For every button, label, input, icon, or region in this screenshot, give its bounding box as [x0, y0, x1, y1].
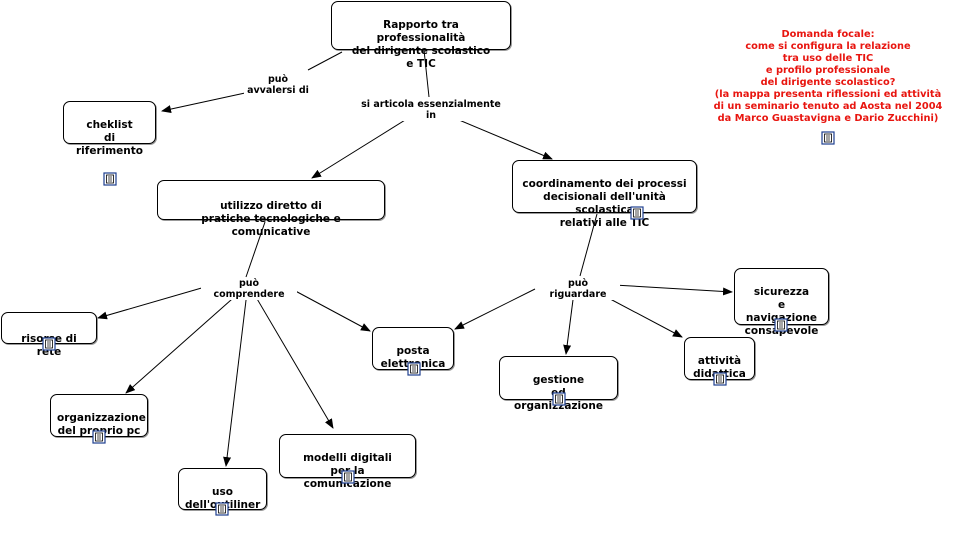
connector-riguardare-posta [454, 288, 536, 330]
connector-riguardare-gestione [563, 291, 575, 355]
document-icon[interactable] [92, 430, 106, 444]
document-icon[interactable] [215, 502, 229, 516]
node-modelli-label: modelli digitali per la comunicazione [303, 452, 392, 490]
node-gestione[interactable]: gestione ed organizzazione [499, 356, 618, 412]
document-icon[interactable] [713, 372, 727, 386]
connector-utilizzo-comprendere [245, 221, 266, 278]
connector-comprendere-organizzazione [125, 291, 241, 394]
link-puo-avvalersi[interactable]: può avvalersi di [244, 74, 312, 96]
connector-root-articola [423, 49, 430, 98]
node-utilizzo-label: utilizzo diretto di pratiche tecnologich… [201, 200, 341, 238]
node-organizzazione-pc[interactable]: organizzazione del proprio pc [50, 394, 148, 444]
node-modelli[interactable]: modelli digitali per la comunicazione [279, 434, 416, 490]
link-si-articola[interactable]: si articola essenzialmente in [355, 99, 507, 121]
node-utilizzo[interactable]: utilizzo diretto di pratiche tecnologich… [157, 180, 385, 238]
document-icon[interactable] [42, 337, 56, 351]
node-checklist-label: cheklist di riferimento [75, 119, 143, 157]
document-icon[interactable] [341, 470, 355, 484]
connector-riguardare-sicurezza [613, 284, 733, 296]
document-icon[interactable] [102, 172, 117, 186]
concept-map-connectors [97, 49, 733, 467]
focal-question: Domanda focale: come si configura la rel… [713, 29, 943, 124]
document-icon[interactable] [774, 318, 788, 332]
connector-root-avvalersi [307, 51, 343, 71]
node-outliner[interactable]: uso dell'outiliner [178, 468, 267, 516]
connector-comprendere-outliner [223, 291, 248, 467]
document-icon[interactable] [407, 362, 421, 376]
document-icon[interactable] [821, 131, 835, 145]
node-attivita[interactable]: attività didattica [684, 337, 755, 386]
document-icon[interactable] [552, 392, 566, 406]
link-puo-riguardare[interactable]: può riguardare [536, 278, 620, 300]
connector-articola-utilizzo [311, 111, 419, 179]
node-sicurezza[interactable]: sicurezza e navigazione consapevole [734, 268, 829, 337]
node-root-label: Rapporto tra professionalità del dirigen… [351, 19, 491, 70]
node-coordinamento[interactable]: coordinamento dei processi decisionali d… [512, 160, 697, 229]
node-posta[interactable]: posta elettronica [372, 327, 454, 376]
connector-comprendere-modelli [252, 291, 334, 429]
connector-comprendere-posta [287, 286, 371, 332]
node-coordinamento-label: coordinamento dei processi decisionali d… [522, 178, 687, 229]
connector-avvalersi-checklist [161, 92, 246, 114]
node-checklist[interactable]: cheklist di riferimento [63, 101, 156, 186]
connector-comprendere-risorse [97, 286, 206, 320]
node-risorse[interactable]: risorse di rete [1, 312, 97, 358]
connector-coordinamento-riguardare [579, 213, 598, 277]
link-puo-comprendere[interactable]: può comprendere [201, 278, 297, 300]
document-icon[interactable] [630, 206, 644, 220]
node-root[interactable]: Rapporto tra professionalità del dirigen… [331, 1, 511, 70]
node-organizzazione-pc-label: organizzazione del proprio pc [57, 412, 146, 437]
